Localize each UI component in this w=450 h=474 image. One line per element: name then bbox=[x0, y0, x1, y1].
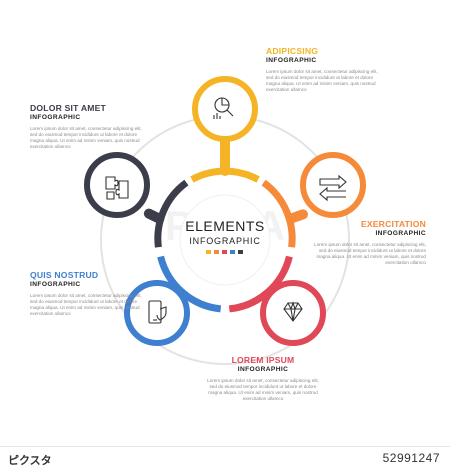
node-exercitation bbox=[300, 152, 366, 218]
label-description: Lorem ipsum dolor sit amet, consectetur … bbox=[314, 242, 426, 265]
label-description: Lorem ipsum dolor sit amet, consectetur … bbox=[30, 126, 142, 149]
ring-arc-dolor-sit-amet bbox=[154, 179, 189, 248]
label-title: DOLOR SIT AMET bbox=[30, 103, 107, 113]
label-dolor-sit-amet: DOLOR SIT AMET INFOGRAPHIC Lorem ipsum d… bbox=[30, 103, 150, 150]
center-title: ELEMENTS bbox=[185, 218, 264, 234]
node-dolor-sit-amet bbox=[84, 152, 150, 218]
label-description: Lorem ipsum dolor sit amet, consectetur … bbox=[30, 293, 142, 316]
center-disc bbox=[179, 194, 271, 286]
label-title: EXERCITATION bbox=[360, 219, 426, 229]
image-id: 52991247 bbox=[382, 451, 440, 465]
label-subtitle: INFOGRAPHIC bbox=[266, 57, 317, 64]
label-subtitle: INFOGRAPHIC bbox=[30, 281, 81, 288]
center-color-dots bbox=[206, 250, 243, 254]
center-subtitle: INFOGRAPHIC bbox=[189, 236, 260, 246]
label-adipicsing: ADIPICSING INFOGRAPHIC Lorem ipsum dolor… bbox=[266, 46, 386, 93]
label-quis-nostrud: QUIS NOSTRUD INFOGRAPHIC Lorem ipsum dol… bbox=[30, 270, 150, 317]
watermark-footer: ピクスタ 52991247 bbox=[0, 446, 450, 470]
label-description: Lorem ipsum dolor sit amet, consectetur … bbox=[207, 378, 319, 401]
diamond-icon bbox=[283, 301, 303, 322]
ring-arc-exercitation bbox=[261, 179, 296, 248]
watermark-logo: ピクスタ bbox=[8, 455, 52, 467]
label-title: LOREM IPSUM bbox=[231, 355, 295, 365]
label-subtitle: INFOGRAPHIC bbox=[30, 114, 81, 121]
node-lorem-ipsum bbox=[260, 280, 326, 346]
label-title: ADIPICSING bbox=[266, 46, 319, 56]
smartphone-shield-icon bbox=[148, 300, 167, 324]
label-description: Lorem ipsum dolor sit amet, consectetur … bbox=[266, 69, 378, 92]
label-exercitation: EXERCITATION INFOGRAPHIC Lorem ipsum dol… bbox=[306, 219, 426, 266]
label-subtitle: INFOGRAPHIC bbox=[375, 230, 426, 237]
node-adipicsing bbox=[192, 76, 258, 142]
puzzle-icon bbox=[105, 176, 129, 200]
arrows-icon bbox=[319, 174, 347, 202]
label-subtitle: INFOGRAPHIC bbox=[237, 366, 289, 373]
node-quis-nostrud bbox=[124, 280, 190, 346]
label-title: QUIS NOSTRUD bbox=[30, 270, 99, 280]
chart-magnifier-icon bbox=[213, 97, 234, 119]
label-lorem-ipsum: LOREM IPSUM INFOGRAPHIC Lorem ipsum dolo… bbox=[203, 355, 323, 402]
